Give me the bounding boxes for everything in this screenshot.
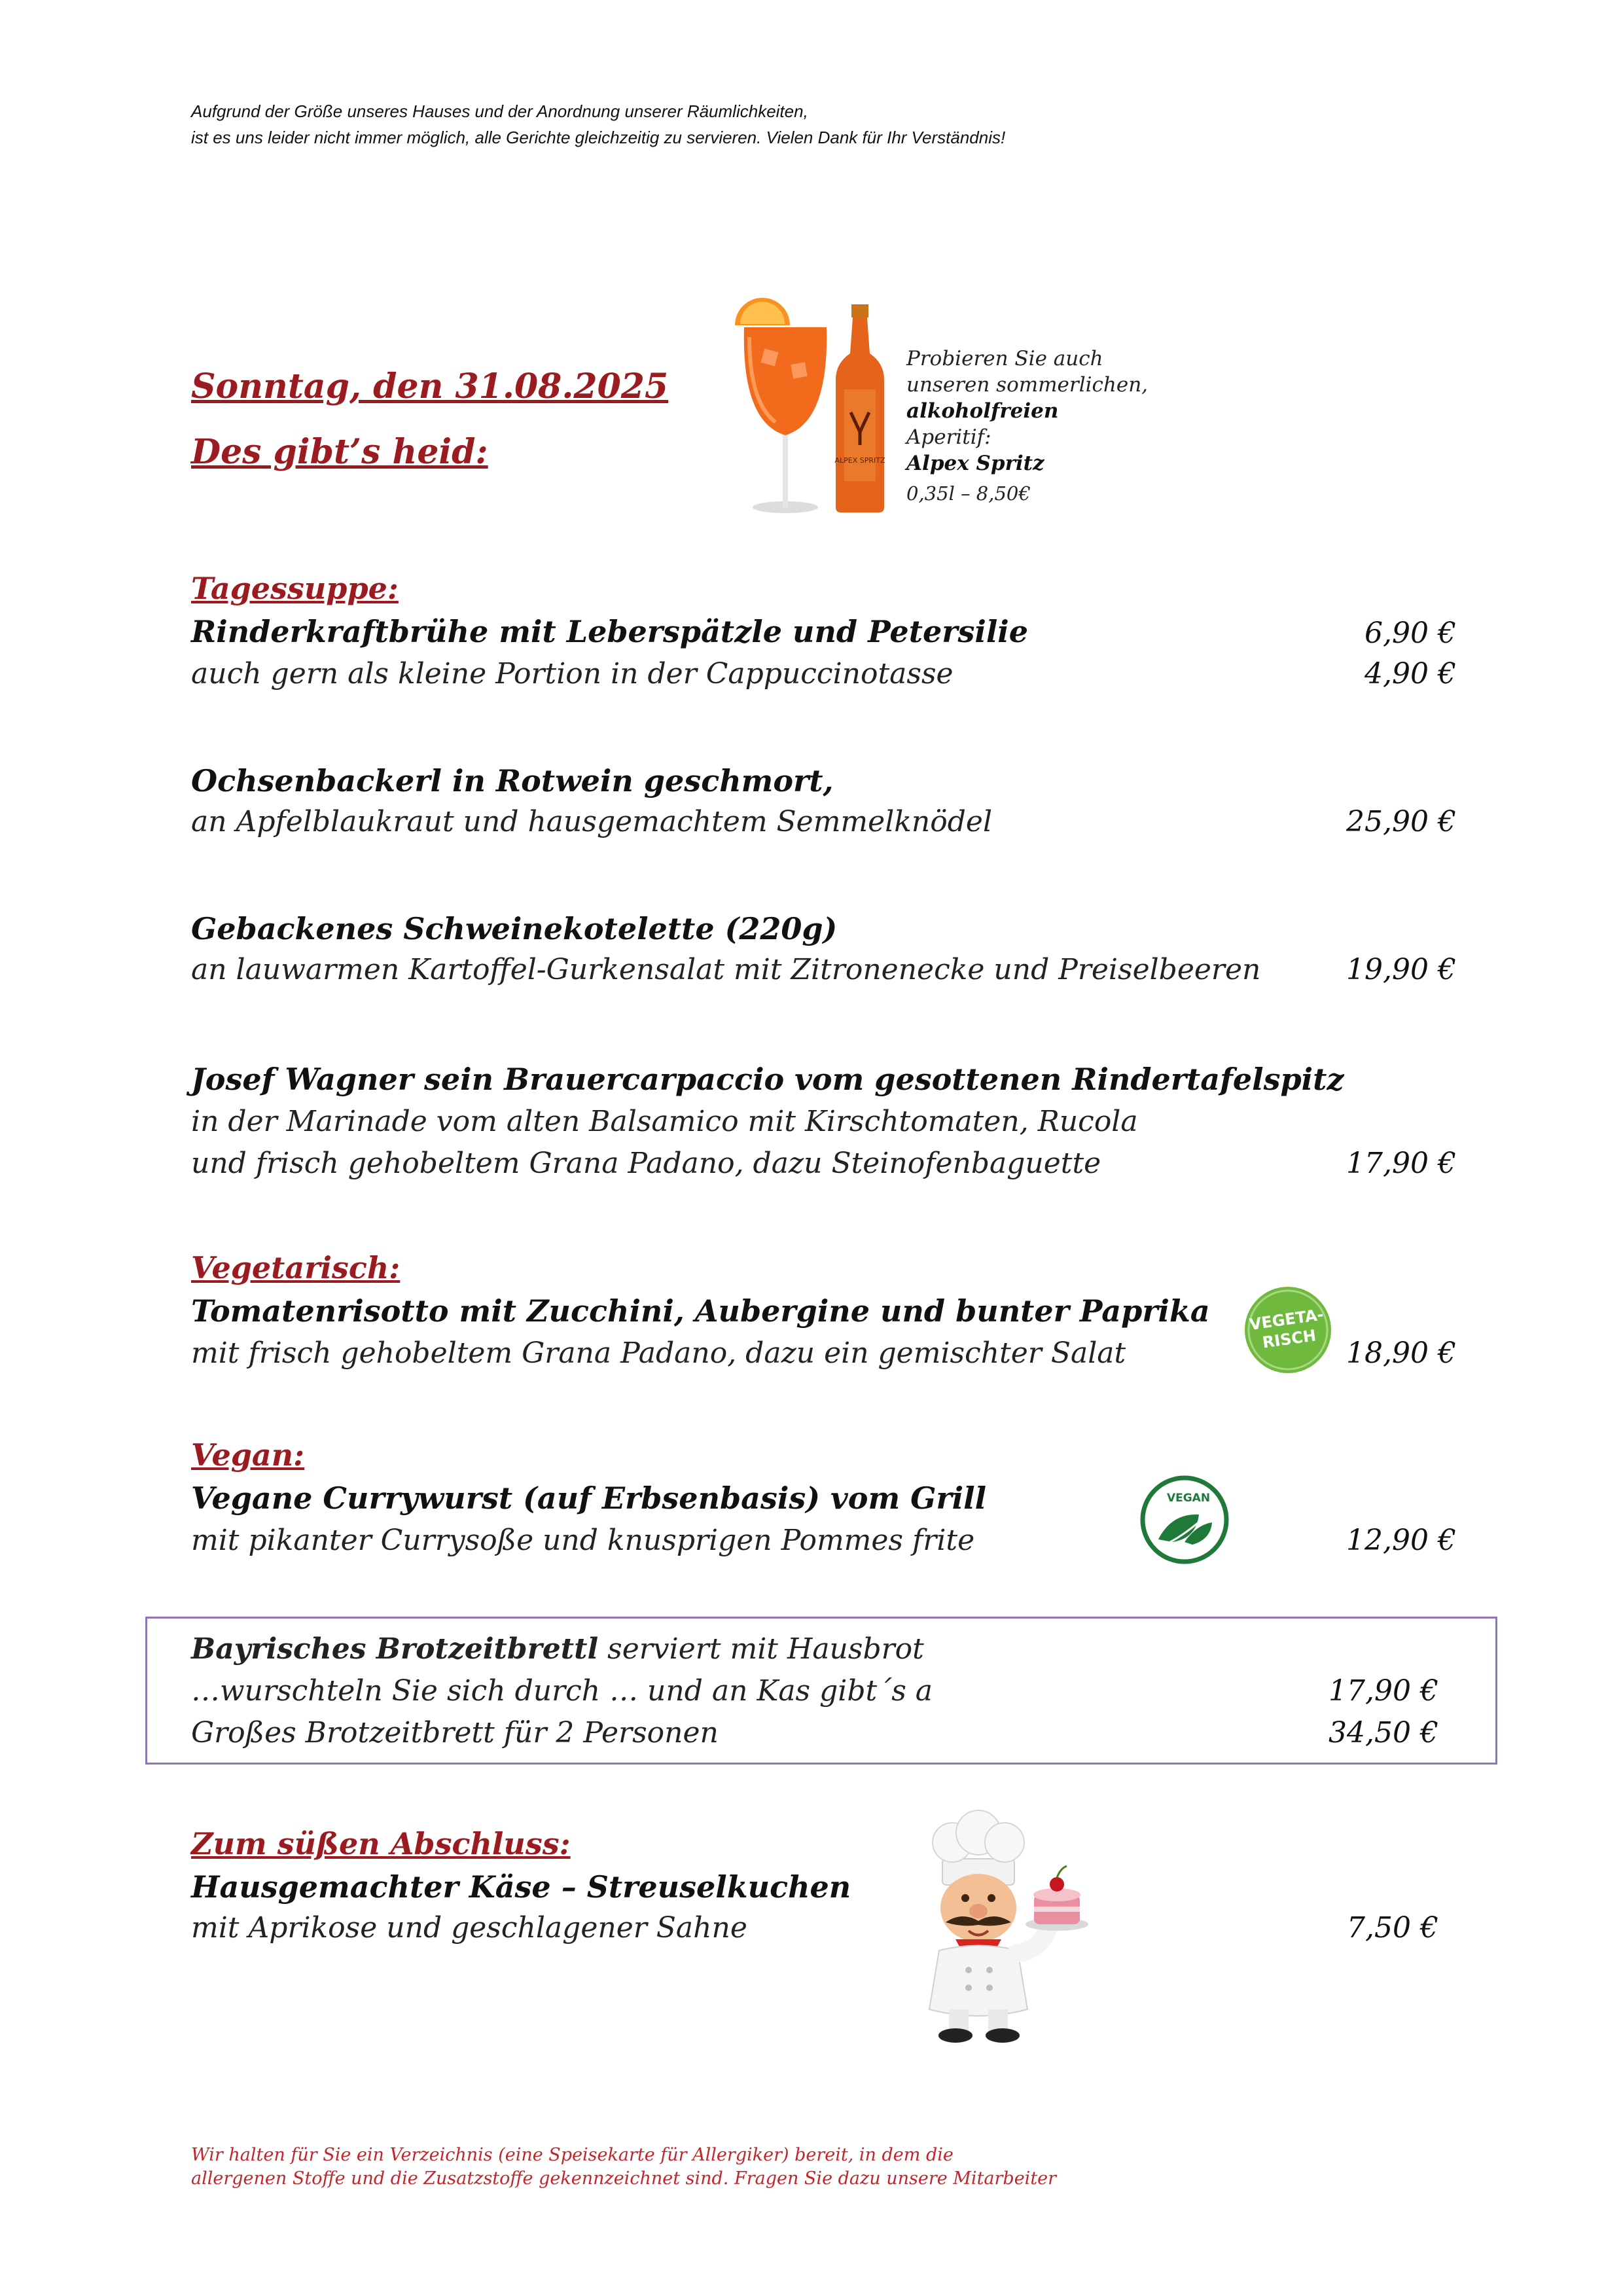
- menu-date: Sonntag, den 31.08.2025: [191, 367, 669, 406]
- dish-dessert-price: 7,50 €: [1347, 1911, 1438, 1945]
- promo-line-1: Probieren Sie auch: [906, 347, 1103, 370]
- promo-line-2: unseren sommerlichen,: [906, 373, 1149, 397]
- dish-soup-price: 6,90 €: [1364, 617, 1456, 650]
- chef-button: [965, 1967, 972, 1973]
- allergen-notice-line-2: allergenen Stoffe und die Zusatzstoffe g…: [191, 2168, 1057, 2189]
- chef-eye: [988, 1894, 995, 1902]
- chef-button: [965, 1984, 972, 1991]
- service-notice-line-2: ist es uns leider nicht immer möglich, a…: [191, 128, 1006, 147]
- allergen-notice-line-1: Wir halten für Sie ein Verzeichnis (eine…: [191, 2145, 954, 2165]
- service-notice-line-1: Aufgrund der Größe unseres Hauses und de…: [191, 101, 808, 121]
- dish-vegetarian-name: Tomatenrisotto mit Zucchini, Aubergine u…: [191, 1293, 1210, 1329]
- vegan-badge-text: VEGAN: [1167, 1492, 1210, 1505]
- dish-vegan-desc: mit pikanter Currysoße und knusprigen Po…: [191, 1524, 975, 1557]
- dish-ochsen-desc: an Apfelblaukraut und hausgemachtem Semm…: [191, 805, 993, 838]
- dish-soup-small-price: 4,90 €: [1364, 657, 1456, 691]
- dish-brotzeit-desc: …wurschteln Sie sich durch … und an Kas …: [191, 1674, 933, 1708]
- chef-button: [986, 1967, 993, 1973]
- dish-dessert-desc: mit Aprikose und geschlagener Sahne: [191, 1911, 747, 1945]
- chef-leg: [949, 2009, 969, 2032]
- dish-brotzeit-desc-2: Großes Brotzeitbrett für 2 Personen: [191, 1716, 719, 1749]
- dish-carpaccio-desc-1: in der Marinade vom alten Balsamico mit …: [191, 1105, 1138, 1138]
- dish-soup-desc: auch gern als kleine Portion in der Capp…: [191, 657, 954, 691]
- vegan-leaf-icon: [1158, 1514, 1199, 1542]
- dish-brotzeit-price: 17,90 €: [1329, 1674, 1438, 1708]
- dish-brotzeit-name: Bayrisches Brotzeitbrettl: [191, 1632, 599, 1666]
- cake-top: [1033, 1888, 1080, 1901]
- service-notice: Aufgrund der Größe unseres Hauses und de…: [191, 98, 1005, 151]
- cherry-icon: [1050, 1877, 1064, 1892]
- dish-brotzeit-price-2: 34,50 €: [1329, 1716, 1438, 1749]
- chef-eye: [961, 1894, 969, 1902]
- glass-stem: [783, 432, 788, 507]
- cherry-stem: [1056, 1865, 1067, 1878]
- chef-arm: [1007, 1918, 1058, 1963]
- section-vegetarian: Vegetarisch:: [191, 1250, 401, 1285]
- dish-ochsen-price: 25,90 €: [1346, 805, 1456, 838]
- section-soup: Tagessuppe:: [191, 571, 399, 606]
- dish-vegan-name: Vegane Currywurst (auf Erbsenbasis) vom …: [191, 1480, 987, 1516]
- chef-shoe: [938, 2028, 972, 2043]
- vegan-badge-icon: VEGAN: [1140, 1475, 1229, 1564]
- promo-text: Probieren Sie auch unseren sommerlichen,…: [906, 346, 1148, 507]
- vegetarian-badge-circle: [1245, 1287, 1331, 1373]
- chef-button: [986, 1984, 993, 1991]
- dish-dessert-name: Hausgemachter Käse – Streuselkuchen: [191, 1869, 851, 1905]
- promo-highlight: alkoholfreien: [906, 399, 1059, 423]
- dish-kotelett-name: Gebackenes Schweinekotelette (220g): [191, 911, 838, 946]
- menu-subtitle: Des gibt’s heid:: [191, 432, 488, 472]
- bottle-cap: [851, 304, 868, 317]
- chef-mustache: [946, 1916, 1011, 1926]
- allergen-notice: Wir halten für Sie ein Verzeichnis (eine…: [191, 2144, 1056, 2191]
- dish-kotelett-price: 19,90 €: [1346, 953, 1456, 986]
- dish-carpaccio-desc-2: und frisch gehobeltem Grana Padano, dazu…: [191, 1147, 1101, 1180]
- promo-line-3: alkoholfreien: [906, 398, 1148, 424]
- dish-kotelett-desc: an lauwarmen Kartoffel-Gurkensalat mit Z…: [191, 953, 1261, 986]
- promo-line-5: Alpex Spritz: [906, 450, 1148, 476]
- glass-highlight: [747, 336, 777, 424]
- cake-layer: [1034, 1907, 1080, 1912]
- chef-shoe: [986, 2028, 1020, 2043]
- chef-nose: [969, 1904, 988, 1918]
- dish-vegan-price: 12,90 €: [1346, 1524, 1456, 1557]
- dish-carpaccio-name: Josef Wagner sein Brauercarpaccio vom ge…: [191, 1062, 1344, 1097]
- dish-vegetarian-price: 18,90 €: [1346, 1336, 1456, 1370]
- brotzeit-box: [145, 1617, 1497, 1765]
- promo-product-name: Alpex Spritz: [906, 452, 1044, 475]
- chef-cake-image: [928, 1810, 1088, 2043]
- section-dessert: Zum süßen Abschluss:: [191, 1826, 571, 1861]
- chef-mouth: [967, 1929, 990, 1937]
- orange-slice-inner: [740, 302, 785, 324]
- vegan-leaf-icon: [1185, 1522, 1212, 1545]
- dish-brotzeit-suffix: serviert mit Hausbrot: [598, 1632, 924, 1666]
- chef-hat-puff: [984, 1822, 1025, 1863]
- vegan-leaf-vein: [1164, 1518, 1202, 1546]
- vegetarian-badge-icon: VEGETA- RISCH: [1245, 1287, 1331, 1373]
- promo-price: 0,35l – 8,50€: [906, 482, 1031, 505]
- dish-vegetarian-desc: mit frisch gehobeltem Grana Padano, dazu…: [191, 1336, 1126, 1370]
- dish-carpaccio-price: 17,90 €: [1346, 1147, 1456, 1180]
- dish-soup-name: Rinderkraftbrühe mit Leberspätzle und Pe…: [191, 614, 1029, 649]
- dish-ochsen-name: Ochsenbackerl in Rotwein geschmort,: [191, 763, 834, 798]
- ibex-icon: [849, 411, 871, 445]
- promo-line-4: Aperitif:: [906, 425, 991, 449]
- section-vegan: Vegan:: [191, 1437, 305, 1473]
- vegetarian-badge-ring: [1247, 1289, 1329, 1371]
- ice-cube: [791, 362, 808, 379]
- glass-bowl: [743, 327, 827, 435]
- ice-cube: [760, 348, 779, 367]
- bottle-label-text: ALPEX SPRITZ: [834, 456, 885, 465]
- dish-brotzeit-title: Bayrisches Brotzeitbrettl serviert mit H…: [191, 1632, 924, 1666]
- alpex-spritz-image: ALPEX SPRITZ: [735, 298, 885, 513]
